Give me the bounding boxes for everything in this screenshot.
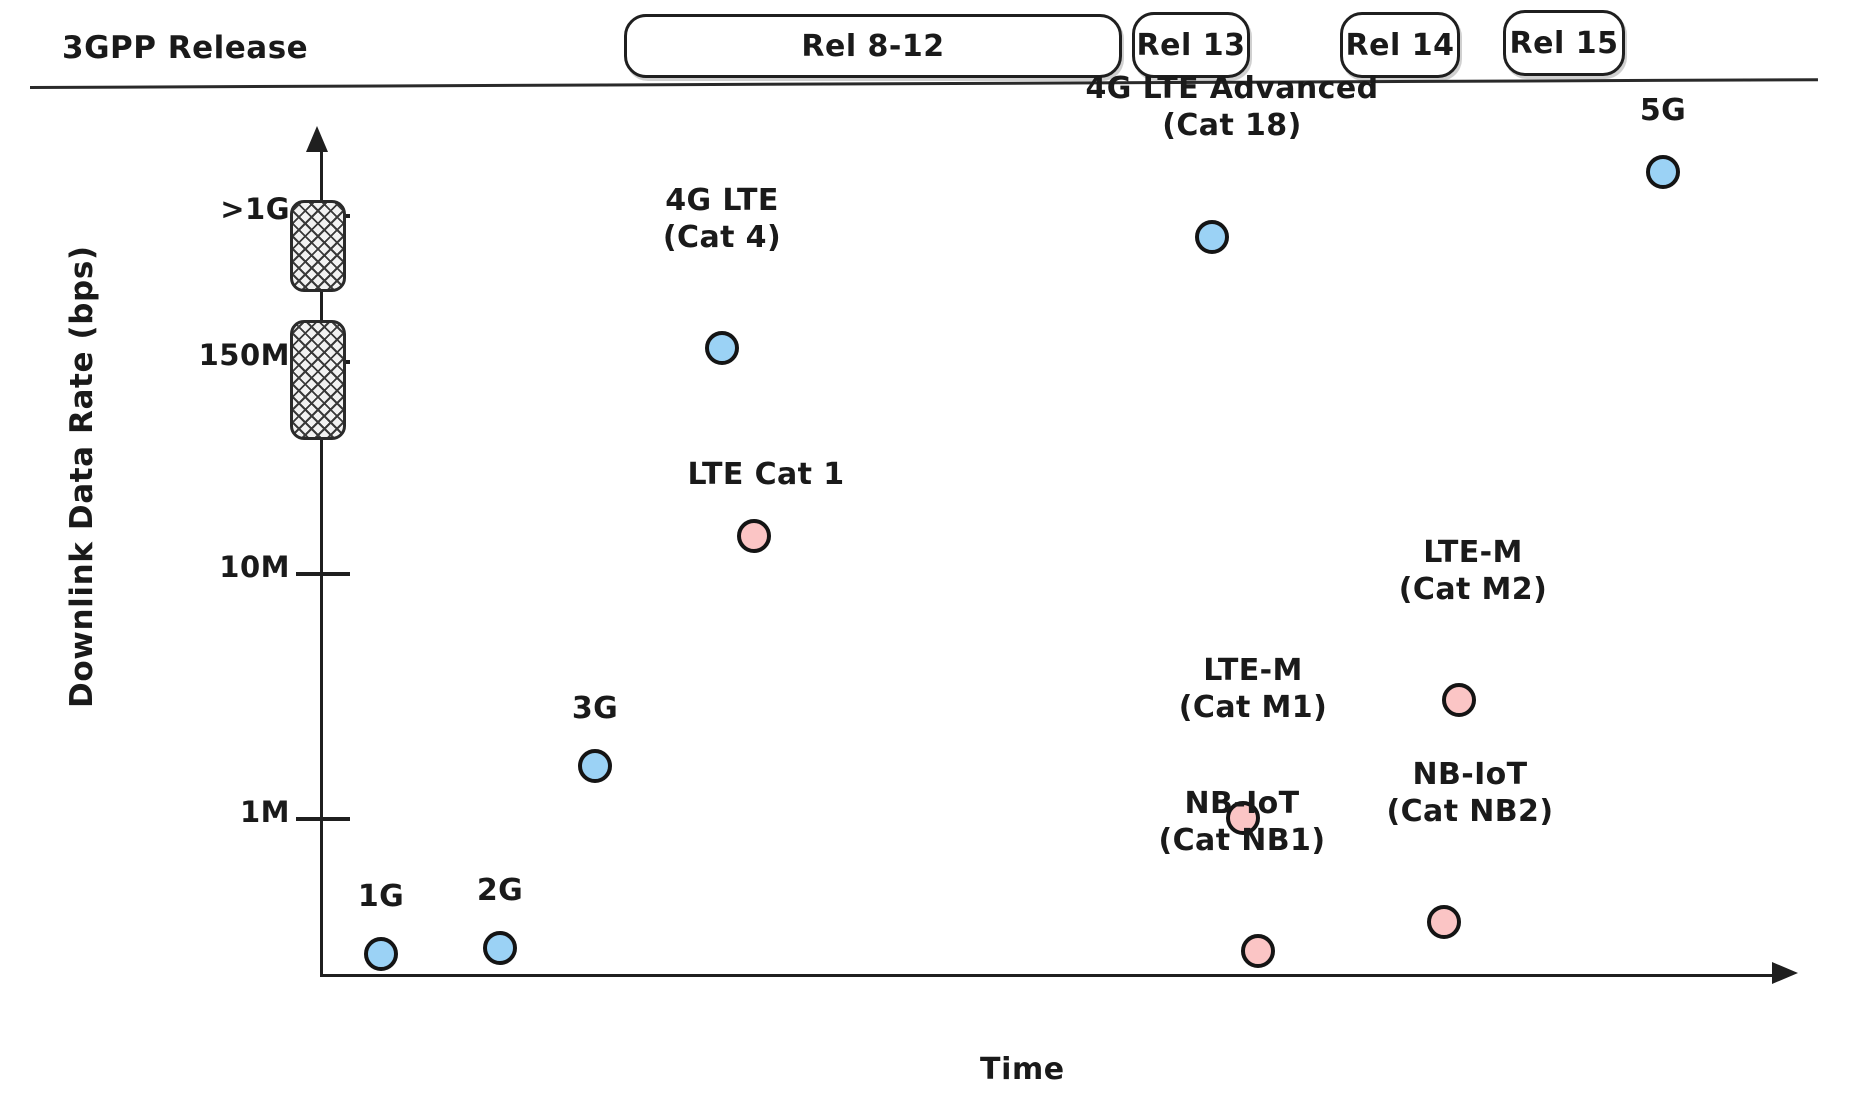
data-point-5g[interactable]	[1646, 155, 1680, 189]
data-point-4g-lte-cat-4[interactable]	[705, 331, 739, 365]
point-label-4g-lte-advanced-cat-18: 4G LTE Advanced (Cat 18)	[1085, 71, 1379, 143]
point-label-nb-iot-cat-nb2: NB-IoT (Cat NB2)	[1386, 757, 1554, 829]
release-box-label: Rel 15	[1509, 25, 1619, 61]
release-box-label: Rel 13	[1136, 27, 1246, 63]
x-axis-line	[320, 974, 1780, 977]
y-axis-title: Downlink Data Rate (bps)	[64, 245, 100, 708]
data-point-lte-m-cat-m2[interactable]	[1442, 683, 1476, 717]
point-label-3g: 3G	[571, 691, 619, 726]
y-tick-mark	[296, 817, 350, 821]
release-box-label: Rel 14	[1345, 27, 1455, 63]
release-axis-title: 3GPP Release	[62, 30, 309, 66]
y-axis-line	[320, 140, 323, 976]
release-box-rel-14[interactable]: Rel 14	[1340, 12, 1460, 78]
x-axis-arrow-icon	[1772, 962, 1798, 984]
data-point-2g[interactable]	[483, 931, 517, 965]
point-label-2g: 2G	[476, 873, 524, 908]
point-label-4g-lte-cat-4: 4G LTE (Cat 4)	[662, 183, 782, 255]
point-label-1g: 1G	[357, 879, 405, 914]
x-axis-title: Time	[980, 1052, 1065, 1087]
point-label-lte-m-cat-m2: LTE-M (Cat M2)	[1398, 535, 1548, 607]
data-point-lte-cat-1[interactable]	[737, 519, 771, 553]
data-point-1g[interactable]	[364, 937, 398, 971]
y-tick-label: >1G	[220, 192, 290, 226]
y-tick-label: 1M	[239, 795, 290, 829]
point-label-lte-cat-1: LTE Cat 1	[687, 457, 845, 492]
release-box-label: Rel 8-12	[801, 28, 945, 64]
y-tick-label: 10M	[219, 550, 290, 584]
y-axis-break-marker	[290, 200, 346, 292]
y-axis-arrow-icon	[306, 126, 328, 152]
data-point-lte-m-cat-m1[interactable]	[1226, 801, 1260, 835]
release-box-rel-15[interactable]: Rel 15	[1503, 10, 1625, 76]
header-divider	[29, 78, 1818, 89]
y-axis-break-marker	[290, 320, 346, 440]
point-label-5g: 5G	[1639, 93, 1687, 128]
release-box-rel-13[interactable]: Rel 13	[1132, 12, 1250, 78]
data-point-nb-iot-cat-nb1[interactable]	[1241, 934, 1275, 968]
y-tick-label: 150M	[198, 338, 290, 372]
release-box-rel-8-12[interactable]: Rel 8-12	[624, 14, 1122, 78]
data-point-4g-lte-advanced-cat-18[interactable]	[1195, 220, 1229, 254]
data-point-nb-iot-cat-nb2[interactable]	[1427, 905, 1461, 939]
data-point-3g[interactable]	[578, 749, 612, 783]
y-tick-mark	[296, 572, 350, 576]
point-label-lte-m-cat-m1: LTE-M (Cat M1)	[1178, 653, 1328, 725]
point-label-nb-iot-cat-nb1: NB-IoT (Cat NB1)	[1158, 786, 1326, 858]
